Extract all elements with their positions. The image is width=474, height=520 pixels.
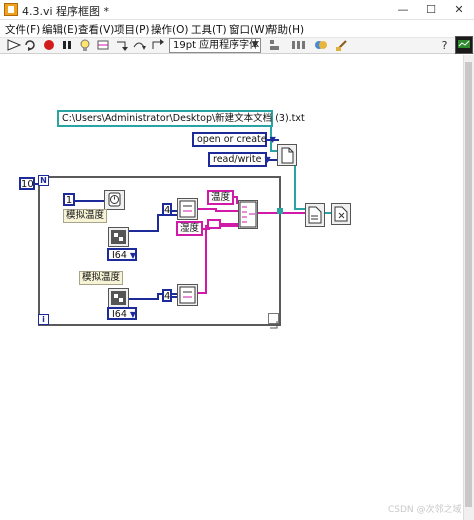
file-path-constant[interactable]: C:\Users\Administrator\Desktop\新建文本文档 (3… <box>57 110 305 127</box>
maximize-button[interactable]: ☐ <box>426 3 436 16</box>
number-to-string-function[interactable] <box>177 198 198 220</box>
path-wire <box>270 150 278 152</box>
string-wire <box>205 225 207 294</box>
retain-wire-values-icon[interactable] <box>95 39 110 52</box>
abort-icon[interactable] <box>41 39 56 52</box>
random-wire <box>128 298 158 300</box>
access-mode-wire <box>265 159 279 161</box>
chevron-down-icon[interactable]: ▼ <box>269 135 276 144</box>
string-wire <box>198 228 210 230</box>
menu-bar <box>0 20 474 37</box>
loop-count-terminal[interactable]: N <box>38 175 49 186</box>
refnum-wire <box>294 152 296 209</box>
access-mode-value: read/write <box>213 154 262 165</box>
dtype-value-2: I64 <box>112 309 127 320</box>
chevron-down-icon[interactable]: ▼ <box>129 310 137 319</box>
random-wire <box>128 230 158 232</box>
step-out-icon[interactable] <box>149 39 164 52</box>
random-wire <box>157 214 159 232</box>
dtype-enum-2[interactable]: I64 ▼ <box>107 307 137 320</box>
run-continuously-icon[interactable] <box>23 39 38 52</box>
reorder-icon[interactable] <box>313 39 328 52</box>
string-wire <box>205 225 238 227</box>
precision-wire <box>171 210 177 212</box>
menu-operate[interactable]: 操作(O) <box>151 24 189 36</box>
font-select[interactable]: 19pt 应用程序字体 <box>169 38 261 53</box>
random-wire <box>157 293 159 300</box>
distribute-objects-icon[interactable] <box>290 39 305 52</box>
path-wire <box>270 122 272 152</box>
close-file-function[interactable] <box>331 203 351 225</box>
menu-help[interactable]: 帮助(H) <box>267 24 305 36</box>
string-wire <box>236 196 238 204</box>
dtype-enum[interactable]: I64 ▼ <box>107 248 137 261</box>
write-text-file-function[interactable] <box>305 203 325 227</box>
title-bar <box>0 0 474 20</box>
humidity-string-constant[interactable]: 湿度 <box>176 221 204 236</box>
watermark: CSDN @次邻之域 <box>388 505 462 515</box>
refnum-tunnel <box>277 208 283 214</box>
loop-count-constant[interactable]: 10 <box>19 177 35 190</box>
step-into-icon[interactable] <box>113 39 128 52</box>
loop-resize-handle[interactable] <box>268 313 279 329</box>
menu-project[interactable]: 项目(P) <box>114 24 150 36</box>
chevron-down-icon[interactable]: ▼ <box>264 155 271 164</box>
vi-icon <box>455 36 473 54</box>
precision-wire <box>171 296 177 298</box>
timer-wire <box>75 200 105 202</box>
minimize-button[interactable]: — <box>397 3 409 16</box>
random-number-function-2[interactable] <box>108 288 129 308</box>
random-number-function[interactable] <box>108 227 129 247</box>
window-title: 4.3.vi 程序框图 * <box>22 5 110 18</box>
number-to-string-function-2[interactable] <box>177 284 198 306</box>
string-wire <box>197 292 207 294</box>
for-loop[interactable] <box>38 176 281 326</box>
concatenate-strings-function[interactable] <box>238 200 258 229</box>
menu-window[interactable]: 窗口(W) <box>229 24 269 36</box>
pause-icon[interactable] <box>59 39 74 52</box>
string-wire <box>215 210 238 212</box>
sim-temp-label: 模拟温度 <box>63 209 108 223</box>
help-icon[interactable]: ? <box>441 39 448 52</box>
string-wire <box>210 223 238 225</box>
open-mode-value: open or create <box>197 134 267 145</box>
access-mode-enum[interactable]: read/write ▼ <box>208 152 271 167</box>
run-arrow-icon[interactable] <box>6 39 21 52</box>
open-file-function[interactable] <box>277 144 297 166</box>
string-wire <box>197 208 217 210</box>
menu-file[interactable]: 文件(F) <box>5 24 41 36</box>
menu-view[interactable]: 查看(V) <box>78 24 115 36</box>
refnum-wire <box>294 208 306 210</box>
loop-count-wire <box>34 183 40 185</box>
scrollbar-thumb[interactable] <box>465 62 472 507</box>
highlight-execution-icon[interactable] <box>77 39 92 52</box>
loop-iteration-terminal[interactable]: i <box>38 314 49 325</box>
close-button[interactable]: ✕ <box>454 3 464 16</box>
precision-constant[interactable]: 4 <box>162 203 172 216</box>
align-objects-icon[interactable] <box>267 39 282 52</box>
precision-constant-2[interactable]: 4 <box>162 289 172 302</box>
string-node <box>207 219 221 229</box>
menu-tools[interactable]: 工具(T) <box>191 24 227 36</box>
labview-app-icon <box>4 3 18 16</box>
wait-ms-function[interactable] <box>104 190 125 210</box>
dtype-value: I64 <box>112 250 127 261</box>
sim-temp-label-2: 模拟温度 <box>79 271 124 285</box>
refnum-wire <box>323 212 333 214</box>
open-mode-wire <box>267 139 279 141</box>
menu-edit[interactable]: 编辑(E) <box>42 24 78 36</box>
step-over-icon[interactable] <box>131 39 146 52</box>
temperature-string-constant[interactable]: 温度 <box>207 190 235 205</box>
cleanup-diagram-icon[interactable] <box>334 39 349 52</box>
timer-constant[interactable]: 1 <box>63 193 75 206</box>
chevron-down-icon[interactable]: ▼ <box>252 40 259 49</box>
chevron-down-icon[interactable]: ▼ <box>129 251 137 260</box>
open-mode-enum[interactable]: open or create ▼ <box>192 132 276 147</box>
